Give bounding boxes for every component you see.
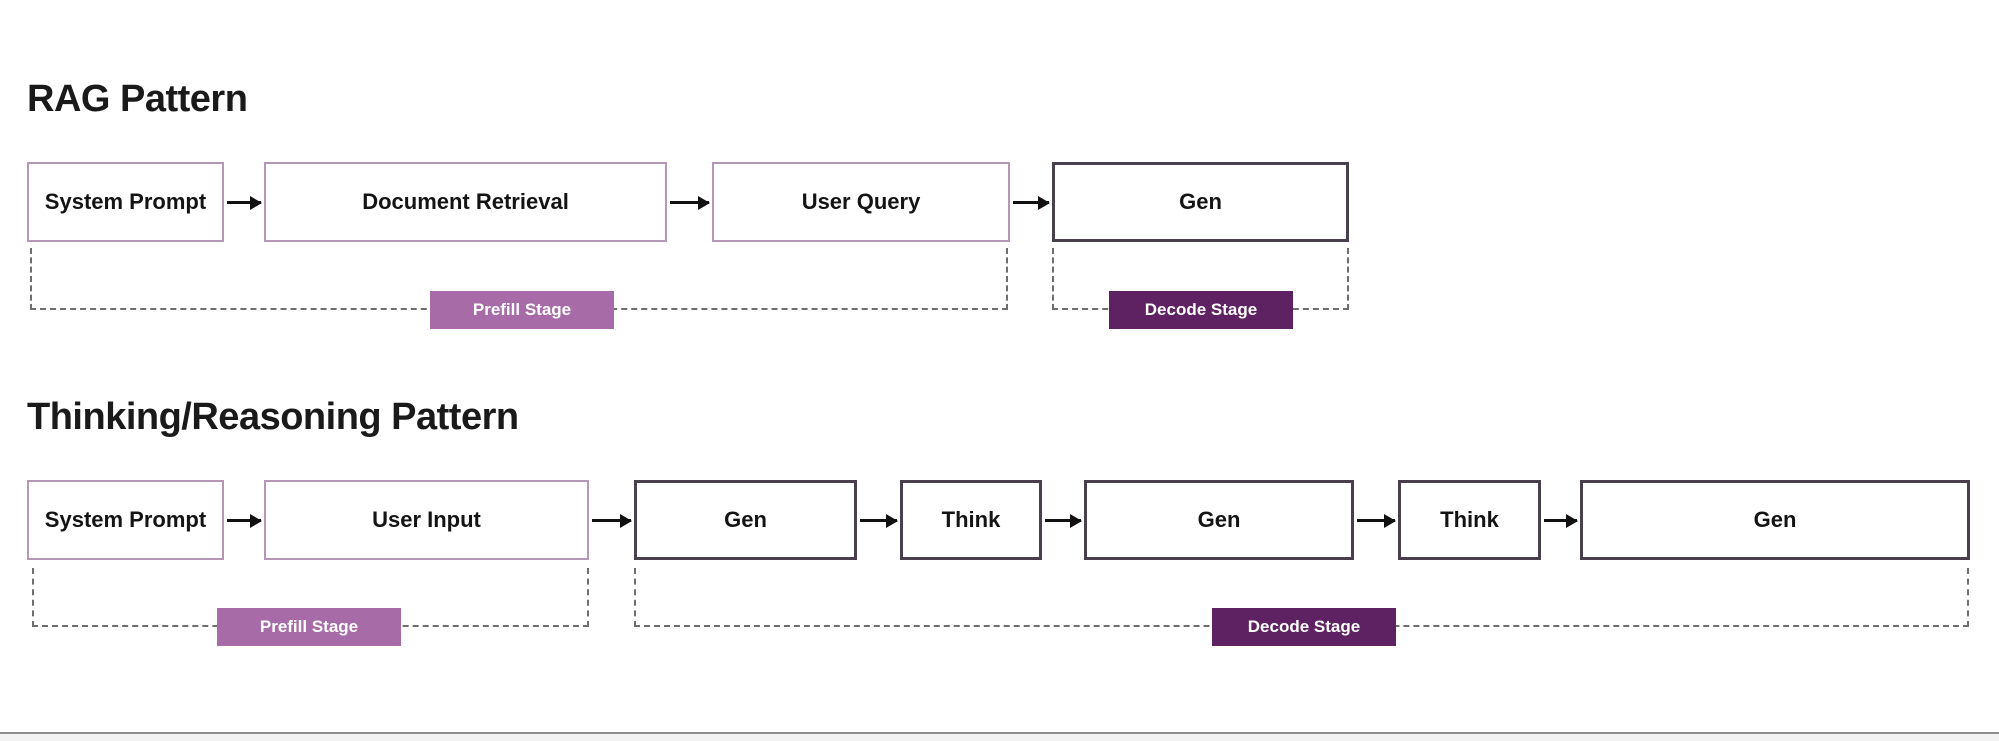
node-label: Think xyxy=(1440,507,1499,532)
node-label: Document Retrieval xyxy=(362,189,569,214)
node-label: System Prompt xyxy=(44,507,207,532)
node-gen: Gen xyxy=(1052,162,1349,242)
node-label: Gen xyxy=(724,507,767,532)
node-user-input: User Input xyxy=(264,480,589,560)
node-label: User Input xyxy=(372,507,481,532)
node-label: Gen xyxy=(1197,507,1241,532)
decode-stage-badge: Decode Stage xyxy=(1212,608,1396,646)
rag-flow-row: System Prompt Document Retrieval User Qu… xyxy=(0,162,1999,242)
node-gen: Gen xyxy=(634,480,857,560)
node-label: User Query xyxy=(801,189,921,214)
section-title-thinking-reasoning: Thinking/Reasoning Pattern xyxy=(27,396,519,438)
node-label: Think xyxy=(941,507,1001,532)
node-think: Think xyxy=(900,480,1042,560)
arrow-icon xyxy=(592,519,631,522)
thinking-flow-row: System Prompt User Input Gen Think Gen T… xyxy=(0,480,1999,560)
node-system-prompt: System Prompt xyxy=(27,162,224,242)
arrow-icon xyxy=(227,519,261,522)
section-title-rag: RAG Pattern xyxy=(27,78,248,120)
node-system-prompt: System Prompt xyxy=(27,480,224,560)
node-gen: Gen xyxy=(1084,480,1354,560)
node-user-query: User Query xyxy=(712,162,1010,242)
node-document-retrieval: Document Retrieval xyxy=(264,162,667,242)
node-gen: Gen xyxy=(1580,480,1970,560)
arrow-icon xyxy=(1013,201,1049,204)
arrow-icon xyxy=(227,201,261,204)
node-label: Gen xyxy=(1753,507,1797,532)
node-think: Think xyxy=(1398,480,1541,560)
arrow-icon xyxy=(1045,519,1081,522)
decode-stage-badge: Decode Stage xyxy=(1109,291,1293,329)
arrow-icon xyxy=(1357,519,1395,522)
arrow-icon xyxy=(1544,519,1577,522)
node-label: Gen xyxy=(1179,189,1222,214)
prefill-stage-badge: Prefill Stage xyxy=(217,608,401,646)
arrow-icon xyxy=(670,201,709,204)
bottom-divider xyxy=(0,732,1999,741)
prefill-stage-badge: Prefill Stage xyxy=(430,291,614,329)
node-label: System Prompt xyxy=(44,189,207,214)
arrow-icon xyxy=(860,519,897,522)
